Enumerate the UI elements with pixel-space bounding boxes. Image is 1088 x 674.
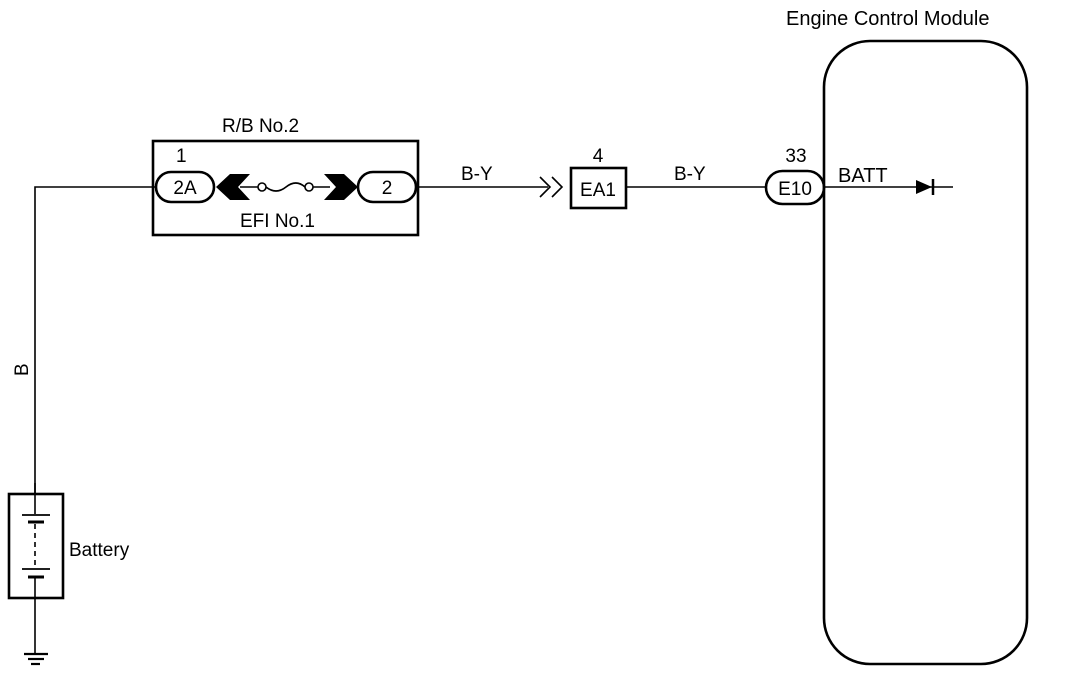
relay-block-box <box>151 139 420 237</box>
ecm-title: Engine Control Module <box>786 8 989 30</box>
connector-2 <box>356 170 418 204</box>
wire-b-path <box>34 186 156 493</box>
fuse-icon <box>216 174 358 200</box>
wire-by-1-label: B-Y <box>461 164 493 185</box>
connector-e10: 33 E10 <box>764 146 826 206</box>
connector-2a-code: 2A <box>173 178 197 199</box>
connector-ea1: 4 EA1 <box>539 146 628 210</box>
engine-control-module: Engine Control Module BATT <box>786 8 1029 666</box>
connector-e10-pin: 33 <box>785 146 806 167</box>
connector-2a <box>154 170 216 204</box>
connector-2-code: 2 <box>382 178 393 199</box>
diode-icon <box>916 179 935 195</box>
ecm-terminal-batt: BATT <box>838 165 888 187</box>
battery-box <box>7 492 65 600</box>
connector-ea1-code: EA1 <box>580 180 616 201</box>
fuse-label: EFI No.1 <box>240 211 315 232</box>
connector-ea1-box <box>569 166 628 210</box>
ecm-box <box>822 39 1029 666</box>
connector-e10-oval <box>764 169 826 206</box>
wire-by-2-label: B-Y <box>674 164 706 185</box>
wire-rb-to-ea1: B-Y <box>418 164 548 188</box>
relay-block-no2: R/B No.2 1 2A EFI No.1 2 <box>151 116 420 237</box>
wire-ea1-to-e10: B-Y <box>626 164 766 188</box>
battery-label: Battery <box>69 540 130 561</box>
connector-ea1-pin: 4 <box>593 146 604 167</box>
wire-battery-b: B <box>12 186 156 493</box>
double-chevron-icon <box>539 176 564 198</box>
battery: Battery <box>7 483 130 666</box>
wire-b-label: B <box>12 363 33 376</box>
connector-2a-pin: 1 <box>176 146 187 167</box>
battery-cell-icon <box>22 483 50 654</box>
relay-block-label: R/B No.2 <box>222 116 299 137</box>
connector-e10-code: E10 <box>778 179 812 200</box>
ground-icon <box>24 652 48 666</box>
